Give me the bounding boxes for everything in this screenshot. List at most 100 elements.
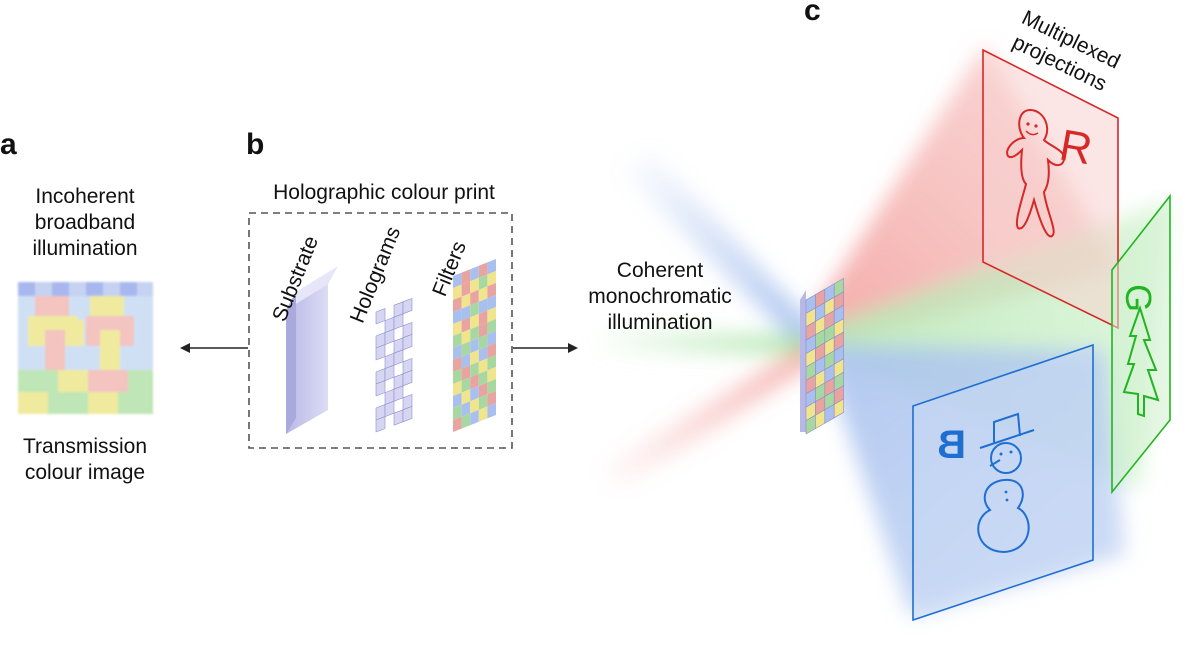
filter-tile [478, 382, 488, 398]
tree-drawing [1122, 304, 1160, 418]
filter-tile [453, 416, 462, 432]
filter-tile [487, 319, 496, 335]
incoming-beams [590, 150, 820, 490]
filter-tile [461, 269, 471, 285]
filter-tile [487, 379, 496, 395]
holograms-layer [375, 297, 413, 433]
filter-tile [461, 353, 471, 369]
arrow-to-transmission [180, 343, 248, 353]
filter-tile [461, 317, 471, 333]
filter-tile [461, 413, 471, 429]
coherent-illumination-label: Coherent monochromatic illumination [580, 258, 740, 336]
holographic-print-title: Holographic colour print [273, 181, 495, 204]
filter-tile [461, 293, 471, 309]
label-line: Transmission [22, 435, 148, 458]
filter-tile [487, 283, 496, 299]
label-line: broadband [34, 211, 136, 234]
filter-tile [453, 272, 462, 288]
hologram-tile [375, 416, 386, 433]
filter-tile [478, 298, 488, 314]
filter-tile [470, 409, 479, 426]
filter-tile [453, 404, 462, 420]
filter-tile [453, 284, 462, 300]
incoherent-illumination-label: Incoherent broadband illumination [4, 184, 166, 262]
filter-tile [453, 380, 462, 396]
filter-tile [487, 355, 496, 371]
filter-tile [470, 313, 479, 330]
hologram-tile [402, 369, 413, 387]
filter-tile [461, 401, 471, 417]
filter-tile [487, 331, 496, 347]
label-line: Incoherent [35, 185, 135, 208]
filter-tile [461, 389, 471, 405]
filter-tile [470, 349, 479, 366]
filter-tile [453, 368, 462, 384]
filter-tile [487, 343, 496, 359]
filter-tile [461, 365, 471, 381]
filter-tile [453, 392, 462, 408]
filter-tile [478, 394, 488, 410]
filter-tile [478, 334, 488, 350]
filter-tile [478, 370, 488, 386]
substrate-layer [286, 266, 338, 434]
panel-b-label: b [246, 128, 265, 161]
filter-tile [470, 325, 479, 342]
filter-tile [478, 322, 488, 338]
filter-tile [461, 305, 471, 321]
filter-tile [487, 259, 496, 275]
filter-tile [470, 277, 479, 294]
panel-c-label: c [804, 0, 821, 27]
arrow-to-projection [513, 343, 578, 353]
filter-tile [470, 301, 479, 318]
filter-tile [470, 385, 479, 402]
filter-tile [487, 403, 496, 419]
filter-tile [461, 341, 471, 357]
filter-tile [478, 262, 488, 278]
filter-tile [478, 274, 488, 290]
green-projection-screen: G [1111, 193, 1171, 495]
panel-a-label: a [0, 128, 17, 161]
device-side [800, 290, 806, 432]
snowman-drawing [977, 412, 1035, 554]
filter-tile [487, 271, 496, 287]
filter-tile [487, 391, 496, 407]
filter-tile [470, 397, 479, 414]
transmission-image-label: Transmission colour image [4, 434, 166, 486]
label-line: illumination [32, 237, 138, 260]
filter-tile [453, 356, 462, 372]
filters-layer [453, 259, 496, 432]
hologram-tile [402, 333, 413, 351]
blue-letter: B [937, 423, 966, 467]
filter-tile [453, 332, 462, 348]
gingerbread-man-drawing [1006, 108, 1066, 238]
hologram-tile [402, 405, 413, 423]
filter-tile [453, 308, 462, 324]
device-cell [833, 398, 844, 419]
filter-tile [470, 337, 479, 354]
filter-tile [453, 320, 462, 336]
label-line: colour image [24, 461, 146, 484]
filter-tile [487, 367, 496, 383]
hologram-print-device [800, 277, 844, 435]
transmission-colour-image [18, 282, 153, 414]
label-line: monochromatic [588, 285, 732, 308]
filter-tile [461, 377, 471, 393]
filter-tile [453, 296, 462, 312]
filter-tile [478, 286, 488, 302]
print-dashed-box [248, 212, 513, 449]
filter-tile [478, 310, 488, 326]
filter-tile [470, 265, 479, 282]
hologram-tile [393, 409, 404, 426]
filter-tile [478, 346, 488, 362]
hologram-tile [375, 308, 386, 325]
filter-tile [470, 361, 479, 378]
filter-tile [470, 289, 479, 306]
filter-tile [487, 295, 496, 311]
filter-tile [478, 358, 488, 374]
hologram-tile [402, 297, 413, 315]
label-line: illumination [607, 311, 713, 334]
filter-tile [487, 307, 496, 323]
filter-tile [461, 329, 471, 345]
filter-tile [461, 281, 471, 297]
